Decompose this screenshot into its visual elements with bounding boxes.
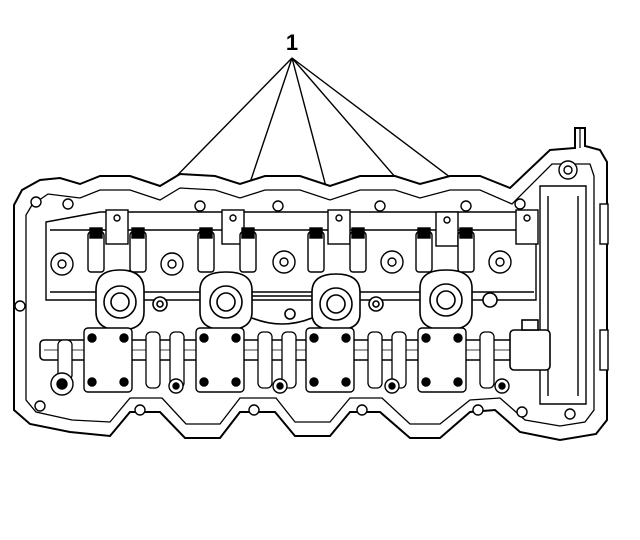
cap-bolt [199, 333, 209, 343]
cam-lobe [367, 331, 383, 389]
perimeter-bolt [62, 198, 74, 210]
plug-bore-inner [216, 292, 236, 312]
cap-bolt [119, 377, 129, 387]
hold-down-bolt [443, 216, 451, 224]
perimeter-bolt [30, 196, 42, 208]
lower-bolt [56, 378, 68, 390]
small-bolt [156, 300, 164, 308]
rail-boss [279, 257, 289, 267]
cap-bolt [421, 377, 431, 387]
cam-lobe [479, 331, 495, 389]
perimeter-bolt [564, 408, 576, 420]
bearing-cap [305, 327, 355, 393]
small-bolt [372, 300, 380, 308]
perimeter-bolt [194, 200, 206, 212]
cap-bolt [231, 377, 241, 387]
cap-bolt [421, 333, 431, 343]
perimeter-bolt [356, 404, 368, 416]
perimeter-bolt [460, 200, 472, 212]
hold-down-tab [327, 209, 351, 245]
lower-bolt [276, 382, 284, 390]
bearing-cap [83, 327, 133, 393]
rail-boss [57, 259, 67, 269]
rail-boss [387, 257, 397, 267]
perimeter-bolt [374, 200, 386, 212]
right-end-block [539, 185, 609, 405]
cap-bolt [341, 333, 351, 343]
perimeter-bolt [272, 200, 284, 212]
perimeter-bolt [563, 165, 573, 175]
callout-label: 1 [286, 30, 298, 55]
hold-down-tab [221, 209, 245, 245]
valve-stems-upper [87, 227, 475, 273]
cap-bolt [87, 333, 97, 343]
small-bolt [284, 308, 296, 320]
hold-down-tabs [105, 209, 539, 247]
hold-down-bolt [113, 214, 121, 222]
plug-bore-inner [326, 294, 346, 314]
hold-down-tab [515, 209, 539, 245]
hold-down-tab [105, 209, 129, 245]
rail-boss [495, 257, 505, 267]
cam-lobe [257, 331, 273, 389]
rail-boss [167, 259, 177, 269]
perimeter-bolt [516, 406, 528, 418]
cap-bolt [453, 333, 463, 343]
right-end-frame [539, 185, 587, 405]
cap-bolt [309, 377, 319, 387]
cam-lobe [145, 331, 161, 389]
valve-stem-cap [417, 227, 431, 239]
valve-stem-cap [199, 227, 213, 239]
hold-down-bolt [523, 214, 531, 222]
bridge-plate [251, 295, 313, 325]
cap-bolt [453, 377, 463, 387]
cap-bolt [341, 377, 351, 387]
cam-lobe [281, 331, 297, 389]
cap-bolt [231, 333, 241, 343]
rail-bosses [50, 250, 512, 276]
perimeter-bolt [514, 198, 526, 210]
valve-stem-cap [241, 227, 255, 239]
hold-down-bolt [335, 214, 343, 222]
small-bolt [482, 292, 498, 308]
right-end-slot [599, 329, 609, 371]
cap-bolt [119, 333, 129, 343]
cap-bolt [309, 333, 319, 343]
perimeter-bolt [34, 400, 46, 412]
camshaft-end [509, 329, 551, 371]
hold-down-tab [435, 211, 459, 247]
lower-bolts [50, 372, 510, 396]
cam-lobes [57, 331, 495, 389]
cap-bolt [199, 377, 209, 387]
perimeter-bolt [472, 404, 484, 416]
lower-bolt [388, 382, 396, 390]
bearing-cap [417, 327, 467, 393]
perimeter-bolt [14, 300, 26, 312]
plug-bore-inner [110, 292, 130, 312]
perimeter-bolt [248, 404, 260, 416]
valve-stem-cap [351, 227, 365, 239]
hold-down-bolt [229, 214, 237, 222]
bearing-caps [83, 327, 467, 393]
plug-bores [95, 269, 498, 331]
camshaft-end-cap [521, 319, 539, 331]
lower-bolt [498, 382, 506, 390]
valve-stem-cap [89, 227, 103, 239]
cap-bolt [87, 377, 97, 387]
plug-bore-inner [436, 290, 456, 310]
lower-bolt [172, 382, 180, 390]
bearing-cap [195, 327, 245, 393]
perimeter-bolt [134, 404, 146, 416]
valve-stem-cap [131, 227, 145, 239]
valve-stem-cap [459, 227, 473, 239]
head-inner-border [25, 163, 595, 427]
right-end-slot [599, 203, 609, 245]
valve-stem-cap [309, 227, 323, 239]
